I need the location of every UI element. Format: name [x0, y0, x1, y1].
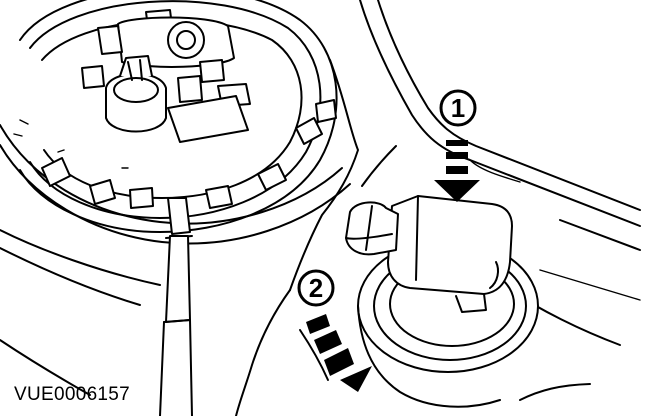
callout-1: 1: [439, 89, 477, 127]
arrow-press-down: [434, 140, 480, 202]
callout-1-label: 1: [451, 93, 465, 123]
arrow-pull-out: [306, 314, 372, 392]
callout-2: 2: [297, 269, 335, 307]
electrical-connector: [345, 195, 539, 408]
figure-reference-code: VUE0006157: [14, 384, 131, 405]
callout-2-label: 2: [309, 273, 323, 303]
release-tool: [159, 197, 193, 416]
fuel-pump-flange: [0, 0, 351, 245]
